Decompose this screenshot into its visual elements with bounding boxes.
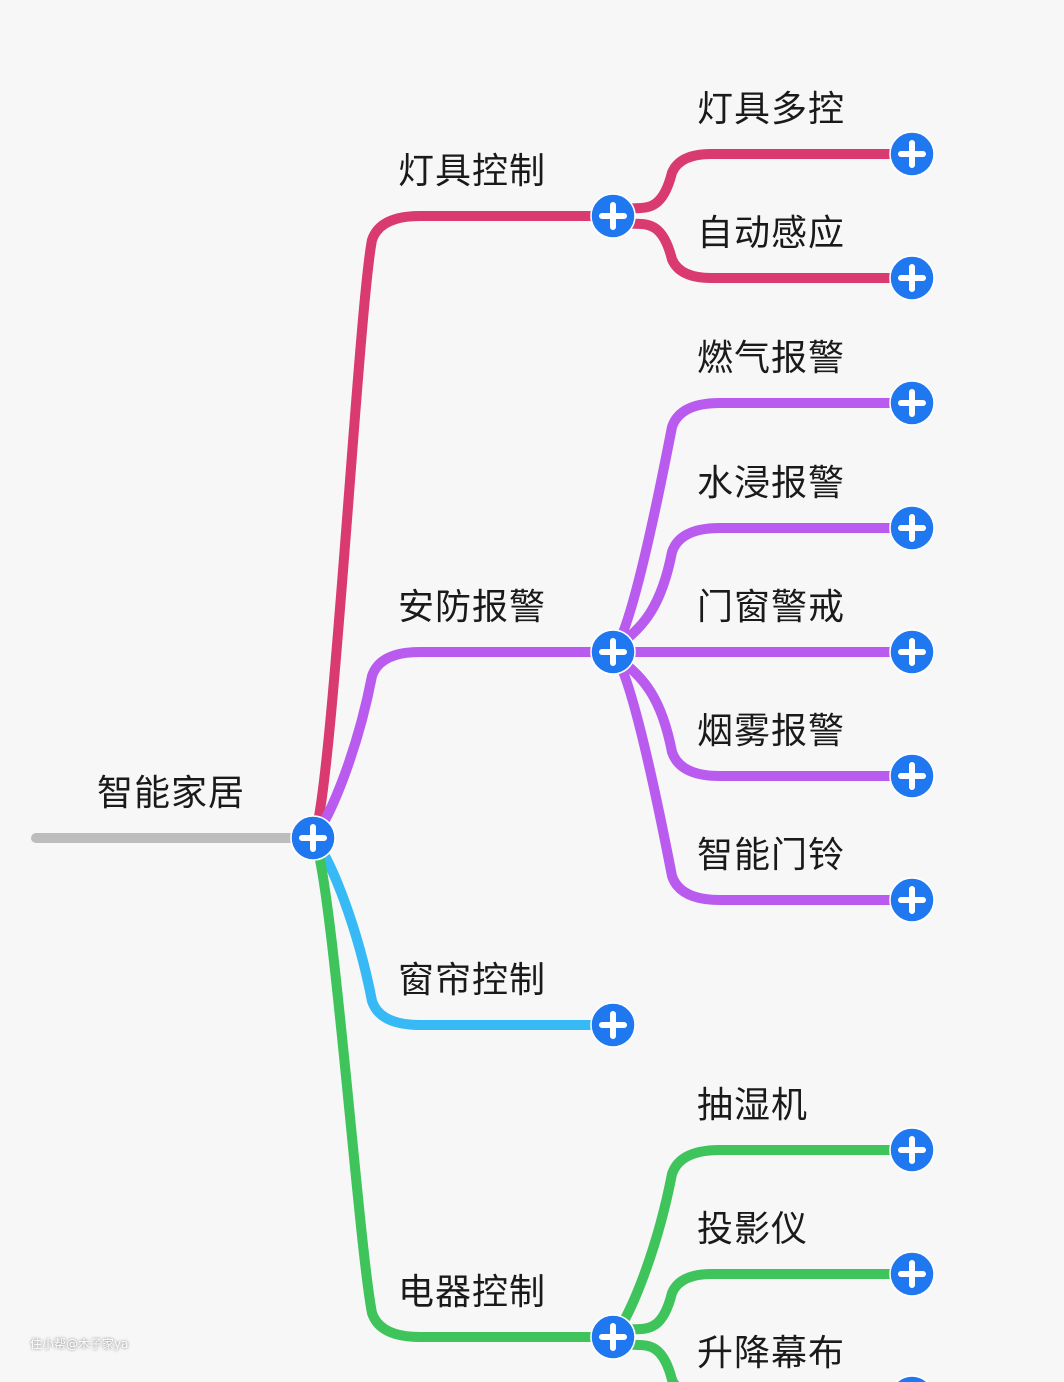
leaf-connector-3-0 <box>608 1145 917 1342</box>
leaf-label-1-0[interactable]: 燃气报警 <box>697 338 846 379</box>
plus-icon <box>898 762 926 790</box>
leaf-label-0-1[interactable]: 自动感应 <box>697 213 846 254</box>
plus-icon <box>898 1260 926 1288</box>
root-node-label[interactable]: 智能家居 <box>97 773 246 814</box>
plus-icon <box>599 202 627 230</box>
leaf-connector-1-4 <box>608 647 917 905</box>
leaf-expand-button-3-0[interactable] <box>889 1127 935 1173</box>
branch-expand-button-2[interactable] <box>590 1002 636 1048</box>
branch-connector-0 <box>308 211 618 843</box>
plus-icon <box>599 1323 627 1351</box>
expand-button-circle <box>895 1375 929 1382</box>
leaf-label-1-1[interactable]: 水浸报警 <box>697 463 846 504</box>
leaf-label-0-0[interactable]: 灯具多控 <box>697 89 846 130</box>
branch-expand-button-3[interactable] <box>590 1314 636 1360</box>
plus-icon <box>299 824 327 852</box>
plus-icon <box>898 264 926 292</box>
leaf-expand-button-1-1[interactable] <box>889 505 935 551</box>
plus-icon <box>898 1136 926 1164</box>
leaf-expand-button-1-2[interactable] <box>889 629 935 675</box>
branch-label-1[interactable]: 安防报警 <box>398 587 547 628</box>
leaf-expand-button-0-0[interactable] <box>889 131 935 177</box>
branch-label-0[interactable]: 灯具控制 <box>398 151 547 192</box>
watermark: 住小帮@木子家ya <box>30 1337 129 1351</box>
leaf-expand-button-3-1[interactable] <box>889 1251 935 1297</box>
plus-icon <box>599 638 627 666</box>
leaf-expand-button-1-4[interactable] <box>889 877 935 923</box>
leaf-expand-button-0-1[interactable] <box>889 255 935 301</box>
leaf-label-3-0[interactable]: 抽湿机 <box>697 1085 809 1126</box>
leaf-label-3-2[interactable]: 升降幕布 <box>697 1333 846 1374</box>
branch-label-2[interactable]: 窗帘控制 <box>398 960 547 1001</box>
branch-label-3[interactable]: 电器控制 <box>398 1272 547 1313</box>
root-expand-button[interactable] <box>290 815 336 861</box>
leaf-expand-button-1-3[interactable] <box>889 753 935 799</box>
plus-icon <box>599 1011 627 1039</box>
plus-icon <box>898 514 926 542</box>
plus-icon <box>898 638 926 666</box>
node-buttons <box>290 131 935 1382</box>
branch-expand-button-0[interactable] <box>590 193 636 239</box>
branch-connector-1 <box>308 647 618 843</box>
leaf-expand-button-1-0[interactable] <box>889 380 935 426</box>
plus-icon <box>898 886 926 914</box>
leaf-label-1-2[interactable]: 门窗警戒 <box>697 587 846 628</box>
leaf-connector-3-1 <box>608 1269 917 1342</box>
plus-icon <box>898 140 926 168</box>
leaf-label-1-3[interactable]: 烟雾报警 <box>697 711 846 752</box>
leaf-label-1-4[interactable]: 智能门铃 <box>697 835 846 876</box>
branch-expand-button-1[interactable] <box>590 629 636 675</box>
leaf-label-3-1[interactable]: 投影仪 <box>697 1209 809 1250</box>
plus-icon <box>898 389 926 417</box>
branch-connector-3 <box>308 833 618 1342</box>
leaf-expand-button-3-2[interactable] <box>890 1375 934 1382</box>
branch-connector-2 <box>308 833 618 1030</box>
leaf-connector-1-0 <box>608 398 917 657</box>
leaf-connector-0-0 <box>608 149 917 221</box>
